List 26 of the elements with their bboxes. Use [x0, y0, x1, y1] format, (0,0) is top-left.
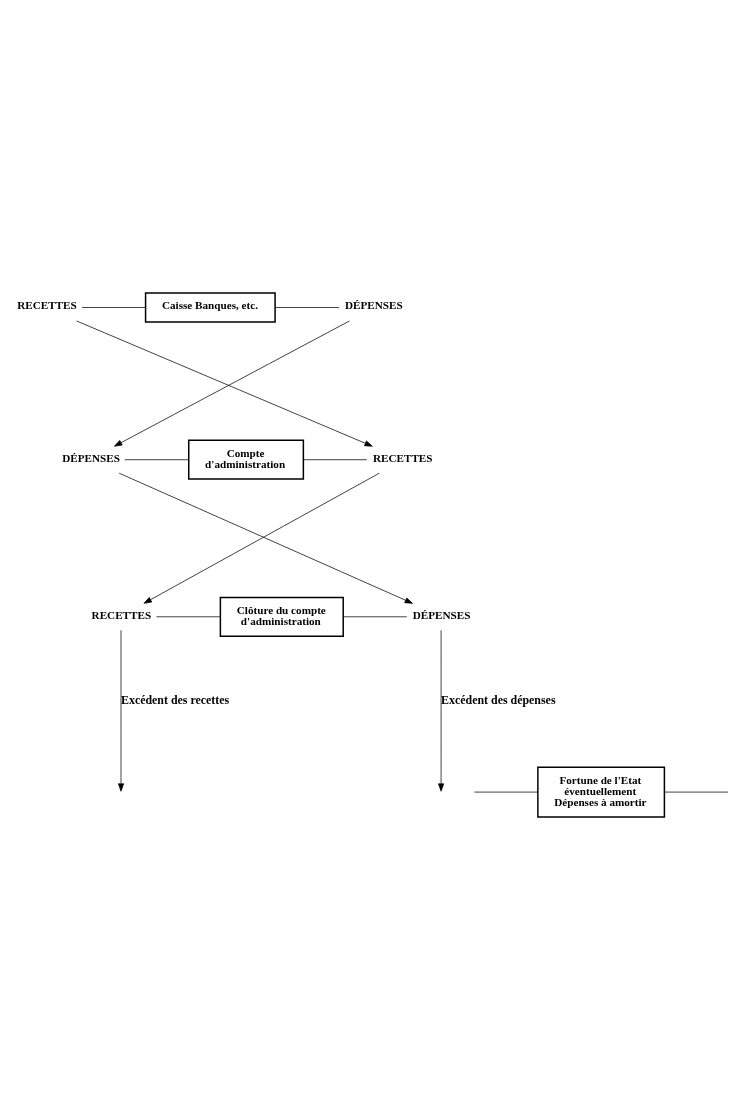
node-box: Fortune de l'Etat éventuellement Dépenses à amortir — [537, 766, 666, 818]
node-text: DÉPENSES — [412, 608, 471, 621]
arrow — [143, 472, 380, 604]
connector — [343, 616, 408, 618]
arrow — [76, 320, 373, 447]
arrow — [118, 629, 124, 792]
node-text: RECETTES — [91, 608, 152, 621]
arrow — [118, 472, 413, 604]
connector — [81, 307, 146, 308]
node-box: Caisse Banques, etc. — [144, 292, 276, 323]
connector — [124, 459, 189, 461]
node-text: DÉPENSES — [345, 299, 403, 312]
connector — [156, 616, 221, 618]
node-text: RECETTES — [372, 451, 433, 464]
node-box: Clôture du compte d'administration — [219, 596, 344, 637]
node-text: RECETTES — [17, 299, 77, 312]
arrow — [438, 629, 445, 792]
node-text: DÉPENSES — [62, 451, 120, 464]
node-box: Compte d'administration — [188, 439, 305, 480]
connector — [303, 459, 368, 461]
arrow — [114, 320, 350, 447]
connector — [274, 307, 340, 308]
connector — [473, 791, 539, 793]
edge-label: Excédent des dépenses — [441, 692, 556, 707]
connector — [664, 791, 729, 793]
edge-label: Excédent des recettes — [121, 692, 230, 707]
